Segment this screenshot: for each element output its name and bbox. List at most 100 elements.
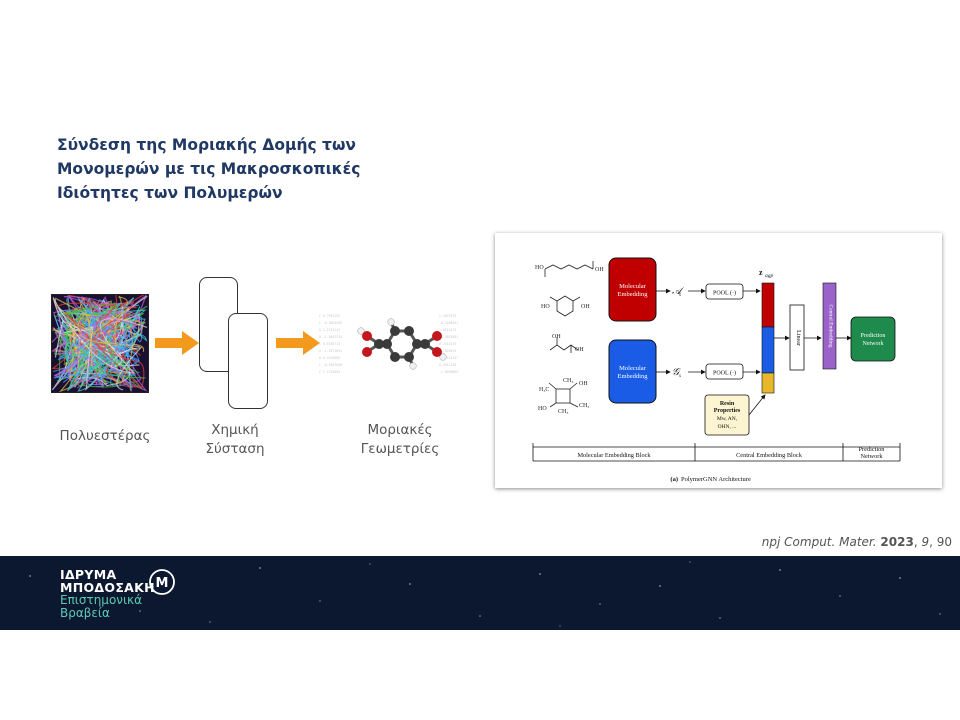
arrow-right-icon (155, 331, 199, 355)
svg-text:H₃C: H₃C (539, 387, 549, 393)
slide-title: Σύνδεση της Μοριακής Δομής των Μονομερών… (57, 133, 387, 205)
embedding-label: Embedding (618, 291, 649, 298)
resin-label: Resin (720, 401, 735, 407)
svg-text:H -1.0842276: H -1.0842276 (319, 335, 342, 339)
pool-box-g (705, 363, 744, 380)
svg-text:2.1079376: 2.1079376 (439, 314, 456, 318)
svg-text:OH: OH (575, 347, 584, 353)
citation: npj Comput. Mater. 2023, 9, 90 (761, 535, 952, 549)
polymer-strand (77, 307, 130, 367)
polymer-strand (58, 295, 137, 360)
block-label: Prediction (859, 446, 886, 453)
svg-text:OH: OH (579, 381, 588, 387)
svg-text:H 0.9126685: H 0.9126685 (319, 356, 340, 360)
pool-label: POOL (·) (713, 370, 736, 377)
citation-journal: npj Comput. Mater. (761, 535, 877, 549)
embedding-label: Molecular (619, 283, 647, 290)
composition-card-front (228, 313, 268, 409)
label-line: Πολυεστέρας (59, 428, 151, 444)
label-line: Σύσταση (205, 441, 265, 457)
monomer-structures (544, 261, 594, 408)
zagp-label: z (759, 268, 763, 277)
step-label-composition: Χημική Σύσταση (180, 421, 290, 459)
svg-text:s: s (679, 293, 681, 298)
prediction-label: Network (863, 341, 884, 347)
label-line: Μοριακές (367, 422, 433, 438)
citation-page: , 90 (929, 535, 952, 549)
svg-text:OH: OH (595, 267, 604, 273)
svg-text:s: s (679, 374, 681, 379)
svg-text:-0.5741257: -0.5741257 (439, 356, 458, 360)
pool-box-a (705, 283, 744, 300)
polymer-strand (57, 296, 121, 361)
molecular-embedding-box-a (608, 257, 657, 322)
block-label: Molecular Embedding Block (577, 452, 651, 459)
starfield (29, 561, 941, 627)
pool-label: POOL (·) (713, 290, 736, 297)
label-line: Γεωμετρίες (360, 441, 440, 457)
polymer-strand (52, 297, 148, 389)
polymer-strand (65, 304, 145, 389)
svg-text:HO: HO (535, 265, 544, 271)
svg-text:C 0.5538713: C 0.5538713 (319, 342, 340, 346)
block-label: Central Embedding Block (736, 452, 803, 459)
brand-line: Βραβεία (60, 606, 110, 620)
citation-year: 2023 (880, 535, 914, 549)
figure-caption: PolymerGNN Architecture (681, 476, 751, 483)
linear-box (789, 304, 805, 371)
a-symbol: 𝒜 (672, 286, 685, 297)
svg-text:0.2314119: 0.2314119 (439, 342, 456, 346)
vector-yellow-segment (761, 372, 775, 394)
caption-prefix: (a) (670, 476, 678, 483)
svg-text:1.0914275: 1.0914275 (439, 328, 456, 332)
svg-text:C 0.7991252: C 0.7991252 (319, 314, 340, 318)
step-label-geometries: Μοριακές Γεωμετρίες (340, 421, 460, 459)
polymer-strand (53, 306, 141, 392)
resin-label: Properties (714, 408, 741, 414)
embedding-label: Molecular (619, 365, 647, 372)
block-label: Network (860, 453, 883, 460)
title-line: Σύνδεση της Μοριακής Δομής των (57, 136, 356, 154)
zagp-subscript: agp (765, 273, 774, 279)
svg-text:O -1.3371854: O -1.3371854 (319, 349, 342, 353)
title-line: Μονομερών με τις Μακροσκοπικές (57, 160, 361, 178)
polymer-strand (63, 305, 140, 354)
svg-text:CH₃: CH₃ (579, 403, 589, 409)
central-embedding-bar (822, 282, 837, 370)
foundation-logo-icon: M (149, 569, 175, 595)
brand-line: ΙΔΡΥΜΑ (60, 567, 117, 582)
brand-logo: ΙΔΡΥΜΑ ΜΠΟΔΟΣΑΚΗ Επιστημονικά Βραβεία (60, 568, 155, 620)
label-line: Χημική (211, 422, 259, 438)
central-embedding-label: Central Embedding (828, 305, 834, 348)
molecular-embedding-box-g (608, 339, 657, 404)
svg-text:-0.3622881: -0.3622881 (439, 335, 458, 339)
polymer-network-image (51, 294, 149, 393)
polymer-strand (76, 311, 142, 384)
svg-text:C 1.1375064: C 1.1375064 (319, 370, 340, 374)
linear-label: Linear (795, 330, 801, 346)
brand-line: ΜΠΟΔΟΣΑΚΗ (60, 580, 155, 595)
title-line: Ιδιότητες των Πολυμερών (57, 184, 283, 202)
svg-text:1.7026519: 1.7026519 (439, 349, 456, 353)
logo-letter: M (156, 576, 169, 591)
svg-text:C -0.3024556: C -0.3024556 (319, 321, 342, 325)
svg-text:-1.0039805: -1.0039805 (439, 370, 458, 374)
molecular-geometry-image: C 0.7991252 C -0.3024556 O 1.2253141 H -1.… (319, 314, 458, 374)
block-brackets (532, 443, 901, 462)
prediction-label: Prediction (861, 333, 886, 339)
coordinate-text: C 0.7991252 C -0.3024556 O 1.2253141 H -1.… (319, 314, 458, 374)
prediction-network-box (850, 316, 896, 362)
svg-text:CH₃: CH₃ (558, 409, 568, 415)
brand-line: Επιστημονικά (60, 593, 143, 607)
arrow-right-icon (276, 331, 320, 355)
embedding-label: Embedding (618, 373, 649, 380)
polymer-strand (64, 342, 132, 392)
svg-text:CH₃: CH₃ (563, 378, 573, 384)
svg-text:OH: OH (552, 334, 561, 340)
vector-red-segment (761, 282, 775, 328)
g-symbol: 𝒢 (672, 367, 681, 378)
step-label-polyester: Πολυεστέρας (50, 427, 160, 446)
svg-text:O 1.2253141: O 1.2253141 (319, 328, 340, 332)
